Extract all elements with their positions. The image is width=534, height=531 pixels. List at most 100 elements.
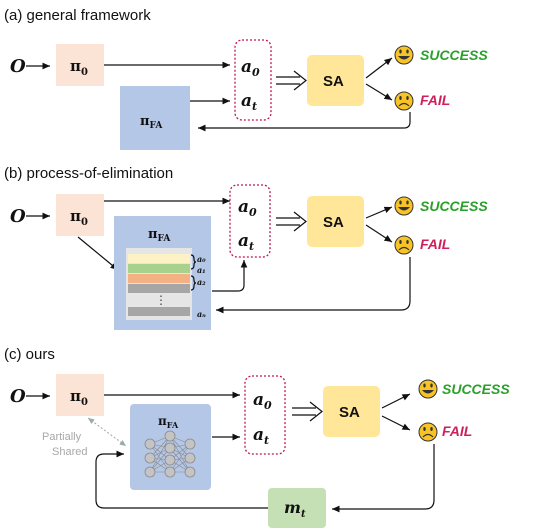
svg-text:at: at bbox=[241, 91, 257, 113]
list-row-a2 bbox=[128, 274, 190, 283]
action-at-subscript: t bbox=[249, 240, 254, 253]
success-arrow bbox=[365, 57, 393, 79]
fail-arrow bbox=[381, 415, 411, 431]
list-label-a1: a₁ bbox=[197, 265, 206, 275]
action-at-subscript: t bbox=[252, 100, 257, 113]
memory-subscript: t bbox=[301, 509, 306, 520]
sa-box bbox=[307, 196, 364, 247]
sad-face-icon bbox=[418, 422, 438, 442]
sa-label: SA bbox=[339, 404, 360, 421]
double-arrow bbox=[276, 70, 307, 91]
shared-note-line1: Partially bbox=[42, 431, 82, 443]
feedback-arrow bbox=[198, 112, 411, 132]
list-label-a2: a₂ bbox=[197, 277, 206, 287]
svg-text:mt: mt bbox=[284, 498, 306, 520]
list-row-an bbox=[128, 307, 190, 316]
fail-label: FAIL bbox=[420, 92, 450, 108]
success-arrow bbox=[365, 206, 393, 219]
sa-label: SA bbox=[323, 73, 344, 90]
fa-to-actions-arrow bbox=[212, 260, 248, 292]
list-ellipsis: ⋮ bbox=[155, 293, 167, 307]
action-a0-symbol: a bbox=[253, 390, 264, 410]
smile-face-icon bbox=[394, 45, 414, 65]
action-at-subscript: t bbox=[264, 434, 269, 447]
svg-text:a0: a0 bbox=[241, 57, 260, 79]
action-a0-symbol: a bbox=[238, 197, 249, 217]
fa-subscript: FA bbox=[150, 121, 164, 131]
svg-text:π0: π0 bbox=[70, 387, 88, 408]
action-set bbox=[234, 39, 272, 121]
feedback-arrow bbox=[216, 257, 411, 314]
observation-label: O bbox=[10, 386, 26, 407]
policy-box bbox=[56, 374, 104, 416]
policy-box bbox=[56, 44, 104, 86]
list-row-a3 bbox=[128, 284, 190, 293]
fa-subscript: FA bbox=[158, 234, 172, 244]
success-label: SUCCESS bbox=[420, 47, 488, 63]
fa-subscript: FA bbox=[167, 420, 179, 430]
memory-box bbox=[268, 488, 326, 528]
svg-text:at: at bbox=[238, 231, 254, 253]
observation-label: O bbox=[10, 206, 26, 227]
neural-network-icon bbox=[144, 430, 196, 478]
feedback-to-memory-arrow bbox=[332, 444, 435, 513]
action-a0-subscript: 0 bbox=[252, 66, 260, 79]
panel-a-title: (a) general framework bbox=[4, 7, 151, 24]
policy-subscript: 0 bbox=[81, 217, 88, 228]
fa-box bbox=[120, 86, 190, 150]
policy-box bbox=[56, 194, 104, 236]
action-set bbox=[229, 184, 271, 258]
sad-face-icon bbox=[394, 235, 414, 255]
panel-c: (c) ours O π0 Partially Shared πFA a0 at bbox=[4, 346, 510, 528]
svg-text:π0: π0 bbox=[70, 57, 88, 78]
policy-subscript: 0 bbox=[81, 67, 88, 78]
panel-a: (a) general framework O π0 πFA a0 at SA … bbox=[4, 7, 488, 150]
policy-to-fa-arrow bbox=[77, 236, 119, 271]
fail-label: FAIL bbox=[442, 423, 472, 439]
panel-b-title: (b) process-of-elimination bbox=[4, 165, 173, 182]
action-at-symbol: a bbox=[238, 231, 249, 251]
shared-link bbox=[87, 417, 127, 447]
policy-symbol: π bbox=[70, 207, 81, 225]
action-at-symbol: a bbox=[241, 91, 252, 111]
action-a0-subscript: 0 bbox=[249, 206, 257, 219]
svg-text:πFA: πFA bbox=[140, 114, 163, 131]
action-a0-symbol: a bbox=[241, 57, 252, 77]
smile-face-icon bbox=[394, 196, 414, 216]
policy-symbol: π bbox=[70, 57, 81, 75]
double-arrow bbox=[276, 211, 307, 232]
svg-text:at: at bbox=[253, 425, 269, 447]
list-label-an: aₙ bbox=[197, 309, 206, 319]
success-label: SUCCESS bbox=[442, 381, 510, 397]
list-label-a0: a₀ bbox=[197, 254, 206, 264]
panel-c-title: (c) ours bbox=[4, 346, 55, 363]
policy-subscript: 0 bbox=[81, 397, 88, 408]
fa-symbol: π bbox=[158, 414, 167, 428]
observation-label: O bbox=[10, 56, 26, 77]
list-row-a0 bbox=[128, 254, 190, 263]
svg-text:a0: a0 bbox=[253, 390, 272, 412]
svg-text:πFA: πFA bbox=[148, 227, 171, 244]
list-row-a1 bbox=[128, 264, 190, 273]
svg-text:πFA: πFA bbox=[158, 414, 179, 430]
fail-arrow bbox=[365, 83, 393, 101]
memory-to-fa-arrow bbox=[95, 450, 268, 509]
success-label: SUCCESS bbox=[420, 198, 488, 214]
fail-label: FAIL bbox=[420, 236, 450, 252]
sa-box bbox=[307, 55, 364, 106]
candidate-list: ⋮ a₀ a₁ a₂ aₙ bbox=[126, 248, 206, 320]
memory-symbol: m bbox=[284, 498, 301, 517]
svg-text:a0: a0 bbox=[238, 197, 257, 219]
fa-symbol: π bbox=[140, 114, 150, 129]
fail-arrow bbox=[365, 224, 393, 243]
sa-label: SA bbox=[323, 214, 344, 231]
sa-box bbox=[323, 386, 380, 437]
shared-note-line2: Shared bbox=[52, 446, 87, 458]
svg-text:π0: π0 bbox=[70, 207, 88, 228]
panel-b: (b) process-of-elimination O π0 πFA ⋮ a₀… bbox=[4, 165, 488, 330]
action-at-symbol: a bbox=[253, 425, 264, 445]
success-arrow bbox=[381, 393, 411, 409]
sad-face-icon bbox=[394, 91, 414, 111]
policy-symbol: π bbox=[70, 387, 81, 405]
action-a0-subscript: 0 bbox=[264, 399, 272, 412]
